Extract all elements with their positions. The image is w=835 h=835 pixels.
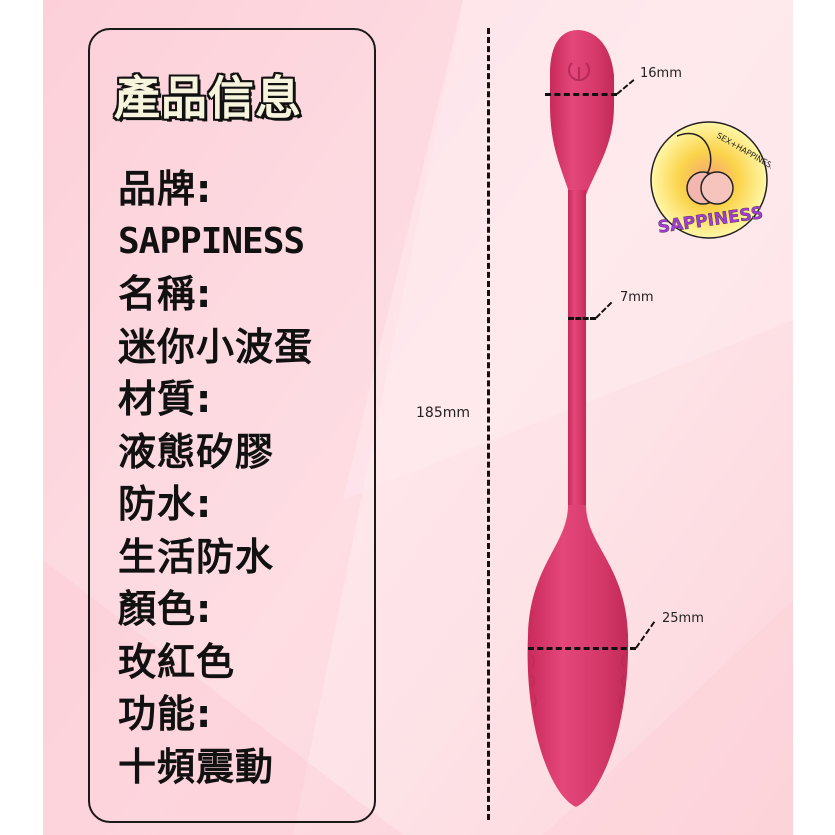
brand-value: SAPPINESS <box>118 220 305 262</box>
color-label: 顏色: <box>118 587 213 631</box>
egg-width-label: 25mm <box>662 611 704 626</box>
product-info-box <box>88 28 376 823</box>
product-image <box>527 30 629 807</box>
color-value: 玫紅色 <box>118 639 236 684</box>
waterproof-value: 生活防水 <box>118 534 275 579</box>
name-value: 迷你小波蛋 <box>118 324 314 369</box>
sappiness-logo: SEX+HAPPINESS SAPPINESS <box>650 121 771 239</box>
brand-label: 品牌: <box>118 167 213 211</box>
material-label: 材質: <box>118 377 213 421</box>
waterproof-label: 防水: <box>118 482 213 526</box>
stem-width-marker <box>568 317 596 320</box>
product-info-list: 品牌: SAPPINESS 名稱: 迷你小波蛋 材質: 液態矽膠 防水: 生活防… <box>118 163 313 793</box>
power-icon <box>568 62 590 82</box>
total-length-label: 185mm <box>416 405 470 421</box>
product-info-title: 產品信息 <box>114 71 302 125</box>
name-label: 名稱: <box>118 272 213 316</box>
function-label: 功能: <box>118 692 213 736</box>
material-value: 液態矽膠 <box>118 429 275 474</box>
function-value: 十頻震動 <box>118 744 275 789</box>
head-width-marker <box>545 93 617 96</box>
head-width-label: 16mm <box>640 66 682 81</box>
length-dashed-line <box>487 28 490 820</box>
egg-width-marker <box>528 647 636 650</box>
stem-width-label: 7mm <box>620 290 654 305</box>
